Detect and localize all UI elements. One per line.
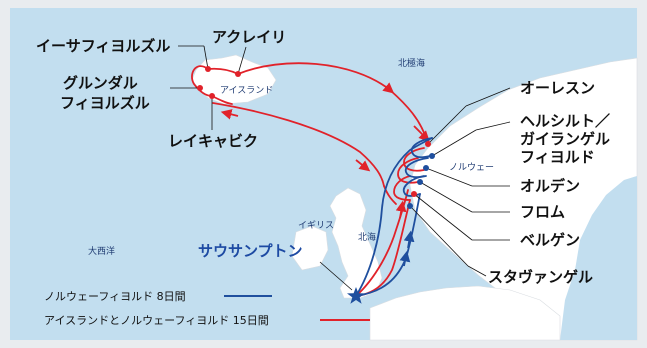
norway-ports bbox=[409, 87, 511, 277]
port-dot-reykjavik bbox=[209, 93, 215, 99]
route-blue-arrow-lower bbox=[399, 250, 411, 267]
sea-label-england: イギリス bbox=[298, 220, 334, 231]
continent-landmass bbox=[369, 285, 561, 341]
port-label-flam: フロム bbox=[520, 203, 565, 221]
port-label-alesund: オーレスン bbox=[520, 79, 595, 97]
port-label-olden: オルデン bbox=[520, 177, 580, 195]
port-label-grundarfjordur-2: フィヨルズル bbox=[60, 94, 150, 112]
port-dot-bergen bbox=[411, 191, 417, 197]
legend-8day-label: ノルウェーフィヨルド 8日間 bbox=[44, 290, 186, 303]
port-dot-hellesylt bbox=[429, 153, 435, 159]
port-label-reykjavik: レイキャビク bbox=[168, 132, 258, 150]
port-label-hellesylt-3: フィヨルド bbox=[520, 148, 595, 166]
port-dot-olden bbox=[423, 165, 429, 171]
route-red-arrow-west bbox=[220, 109, 239, 120]
southampton-star-icon bbox=[347, 287, 365, 304]
ireland-landmass bbox=[291, 225, 329, 271]
port-dot-akureyri bbox=[235, 71, 241, 77]
legend-15day-label: アイスランドとノルウェーフィヨルド 15日間 bbox=[44, 314, 269, 327]
baltic-sea bbox=[560, 176, 637, 340]
route-blue-arrow-upper bbox=[403, 230, 415, 249]
route-red-arrow-north bbox=[413, 125, 430, 142]
port-label-stavanger: スタヴァンゲル bbox=[488, 268, 593, 286]
port-label-isafjordur: イーサフィヨルズル bbox=[36, 37, 170, 55]
port-label-hellesylt-1: ヘルシルト／ bbox=[520, 112, 610, 130]
route-red-arrow-bergen bbox=[395, 200, 407, 219]
sea-label-atlantic: 大西洋 bbox=[88, 245, 115, 257]
route-red-arrow-south bbox=[355, 159, 371, 172]
port-label-hellesylt-2: ガイランゲル bbox=[520, 130, 610, 148]
sea-label-norway: ノルウェー bbox=[449, 162, 494, 173]
port-dot-stavanger bbox=[407, 203, 413, 209]
legend: ノルウェーフィヨルド 8日間 アイスランドとノルウェーフィヨルド 15日間 bbox=[44, 290, 370, 327]
port-label-akureyri: アクレイリ bbox=[212, 28, 286, 46]
sea-label-north-sea: 北海 bbox=[358, 231, 376, 243]
iceland-ports bbox=[170, 45, 247, 130]
port-dot-isafjordur bbox=[205, 66, 211, 72]
port-dot-alesund bbox=[425, 141, 431, 147]
port-label-southampton: サウサンプトン bbox=[198, 242, 303, 260]
port-dot-flam bbox=[417, 179, 423, 185]
port-label-grundarfjordur-1: グルンダル bbox=[63, 74, 138, 92]
sea-label-iceland: アイスランド bbox=[220, 85, 273, 96]
port-label-bergen: ベルゲン bbox=[520, 231, 580, 249]
southampton-leader bbox=[319, 261, 353, 291]
sea-label-arctic: 北極海 bbox=[398, 57, 425, 69]
port-dot-grundarfjordur bbox=[197, 85, 203, 91]
norway-port-dots bbox=[407, 141, 435, 209]
